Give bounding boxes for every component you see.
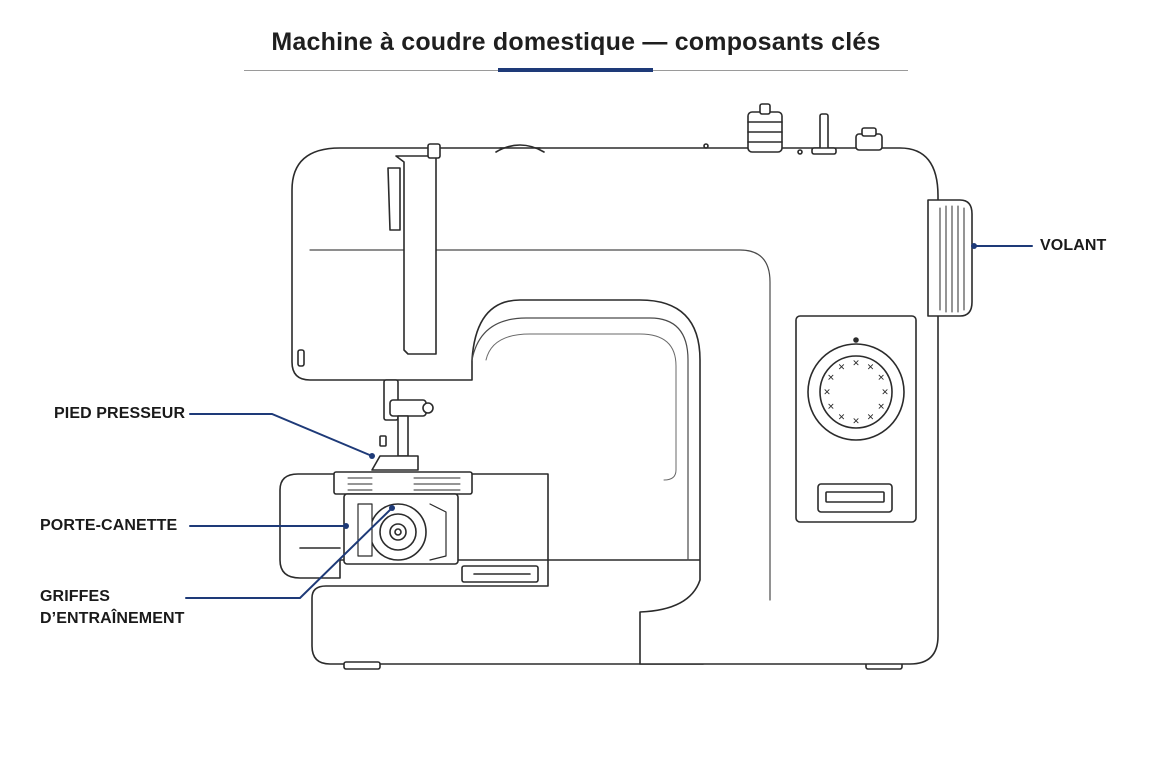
stitch-symbol-icon: ✕ [838,362,846,372]
label-porte-canette: PORTE-CANETTE [40,517,178,534]
label-griffes-entrainement: GRIFFES D’ENTRAÎNEMENT [40,586,185,630]
stitch-symbol-icon: ✕ [852,416,860,426]
label-volant: VOLANT [1040,237,1107,254]
stitch-symbol-icon: ✕ [852,358,860,368]
label-griffes-line1: GRIFFES [40,588,111,605]
page-title: Machine à coudre domestique — composants… [271,28,881,56]
machine-body [291,147,939,665]
stitch-symbol-icon: ✕ [867,412,875,422]
stitch-symbol-icon: ✕ [823,387,831,397]
stitch-symbol-icon: ✕ [877,402,885,412]
stitch-symbol-icon: ✕ [827,402,835,412]
needle-plate [333,471,473,495]
label-pied-presseur: PIED PRESSEUR [54,405,186,422]
label-griffes-line2: D’ENTRAÎNEMENT [40,610,185,627]
title-accent-bar [498,68,653,72]
presser-foot [371,455,419,471]
stitch-symbol-icon: ✕ [827,373,835,383]
stitch-symbol-icon: ✕ [881,387,889,397]
machine-foot-left [343,661,381,670]
handwheel [927,199,973,317]
stitch-symbol-icon: ✕ [838,412,846,422]
stitch-symbol-icon: ✕ [867,362,875,372]
bobbin-winder-pin [819,113,829,151]
stitch-symbol-icon: ✕ [877,373,885,383]
